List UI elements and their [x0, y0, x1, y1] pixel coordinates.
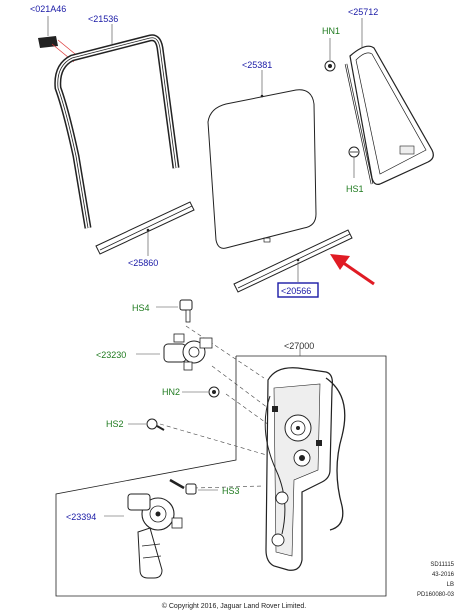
- label-25860: <25860: [128, 258, 158, 268]
- callout-arrow: [330, 254, 375, 286]
- screw-hs2: [128, 418, 165, 431]
- label-23230: <23230: [96, 350, 126, 360]
- label-hs4: HS4: [132, 303, 150, 313]
- label-20566: <20566: [281, 286, 311, 296]
- door-glass: [207, 89, 317, 249]
- meta-line-1: SD11115: [430, 562, 454, 568]
- nut-hn2: [182, 386, 220, 398]
- belt-strip-outer: [95, 201, 195, 255]
- label-27000: <27000: [284, 341, 314, 351]
- regulator-assembly-box: [55, 355, 387, 597]
- label-25712: <25712: [348, 7, 378, 17]
- window-regulator: [264, 367, 346, 571]
- bolt-hs3: [169, 478, 218, 495]
- meta-line-3: LB: [446, 582, 454, 588]
- motor-lower: [104, 493, 183, 579]
- belt-strip-inner: [233, 229, 353, 293]
- label-25381: <25381: [242, 60, 272, 70]
- label-23394: <23394: [66, 512, 96, 522]
- nut-hn1: [324, 38, 336, 72]
- label-hs1: HS1: [346, 184, 364, 194]
- label-021a46: <021A46: [30, 4, 66, 14]
- label-hs3: HS3: [222, 486, 240, 496]
- label-21536: <21536: [88, 14, 118, 24]
- motor-upper: [136, 333, 213, 371]
- meta-line-4: PD160080-03: [416, 592, 454, 598]
- drawing-meta: SD11115 43-2016 LB PD160080-03: [417, 560, 454, 600]
- highlight-box: [277, 282, 319, 298]
- quarter-glass: [344, 45, 434, 185]
- label-hn1: HN1: [322, 26, 340, 36]
- label-hs2: HS2: [106, 419, 124, 429]
- copyright-notice: © Copyright 2016, Jaguar Land Rover Limi…: [161, 603, 307, 610]
- screw-hs1: [348, 146, 360, 178]
- run-channel-seal: [54, 34, 180, 229]
- label-hn2: HN2: [162, 387, 180, 397]
- meta-line-2: 43-2016: [431, 572, 454, 578]
- bolt-hs4: [156, 299, 193, 323]
